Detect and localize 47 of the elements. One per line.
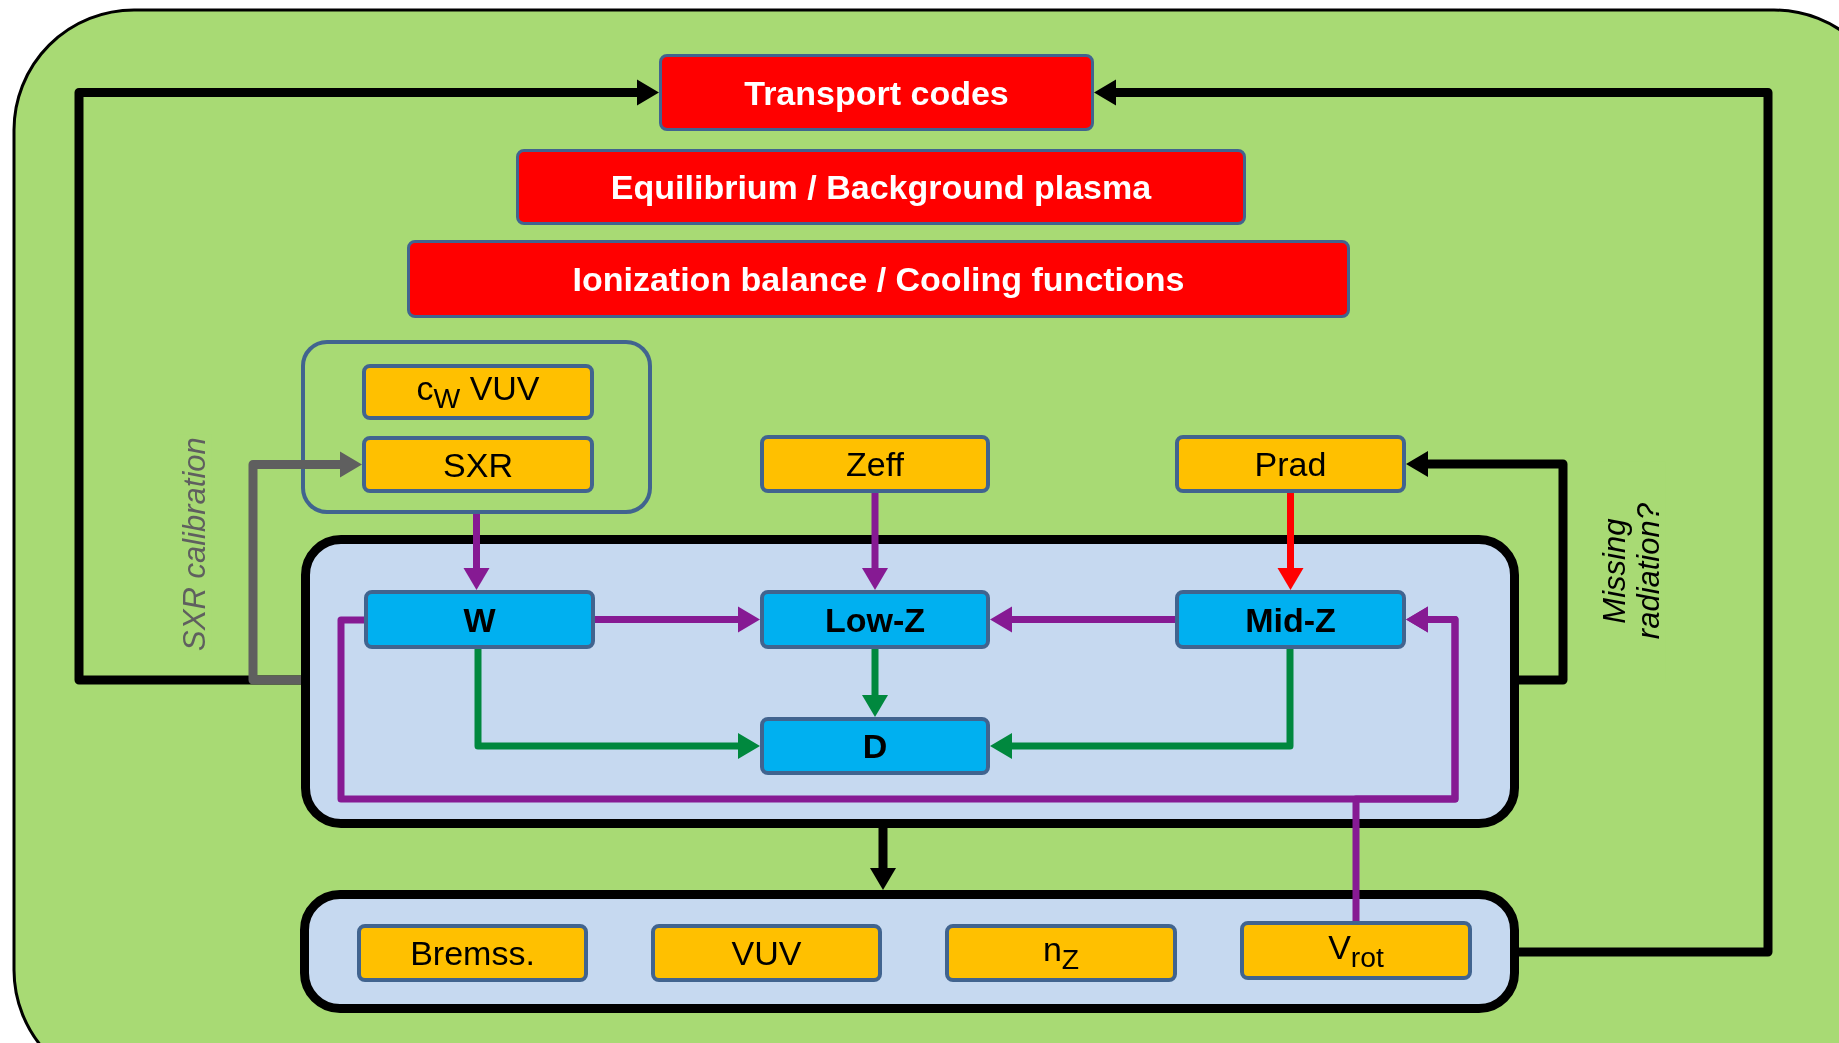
box-label: D [862,729,888,763]
impurity-box [1175,590,1406,649]
box-label: Low-Z [824,602,926,637]
box-label: Zeff [846,447,904,481]
box-label: V$_{rot}$ [1328,929,1384,972]
diagnostic-box [1175,435,1406,493]
arrow [1277,493,1304,590]
model-code-box [407,240,1350,318]
diagnostic-box [1240,921,1472,980]
arrow [1094,79,1773,957]
impurity-box [760,590,990,649]
impurity-box [760,717,990,775]
box-label: Ionization balance / Cooling functions [572,262,1185,296]
diagnostic-box [362,436,594,493]
arrow [74,79,659,685]
arrow [862,493,888,590]
box-label: Mid-Z [1245,602,1336,637]
arrow [870,828,896,890]
box-label: Bremss. [410,936,535,970]
box-label: Prad [1254,447,1327,481]
model-panel [301,535,1519,828]
impurity-box [364,590,595,649]
arrow [248,451,362,685]
diagnostic-box [362,364,594,420]
arrow [463,514,490,590]
model-code-box [659,54,1094,131]
arrow [862,649,888,717]
model-panel [300,890,1519,1013]
arrow [474,649,760,759]
box-label: Transport codes [744,75,1009,110]
box-label: Equilibrium / Background plasma [610,170,1152,204]
box-label: W [463,602,496,637]
box-label: VUV [731,936,802,970]
arrow [595,606,760,633]
arrow [1352,606,1459,921]
group-frame [301,340,652,514]
diagnostic-box [760,435,990,493]
diagnostic-box [357,924,588,982]
diagnostic-box [651,924,882,982]
box-label: n$_{Z}$ [1042,932,1080,974]
arrow [990,649,1294,759]
box-label: c$_{W}$ VUV [416,371,540,413]
diagnostic-box [945,924,1177,982]
model-code-box [516,149,1246,225]
box-label: SXR [443,447,513,482]
arrow [1406,451,1568,685]
arrow [990,606,1175,633]
